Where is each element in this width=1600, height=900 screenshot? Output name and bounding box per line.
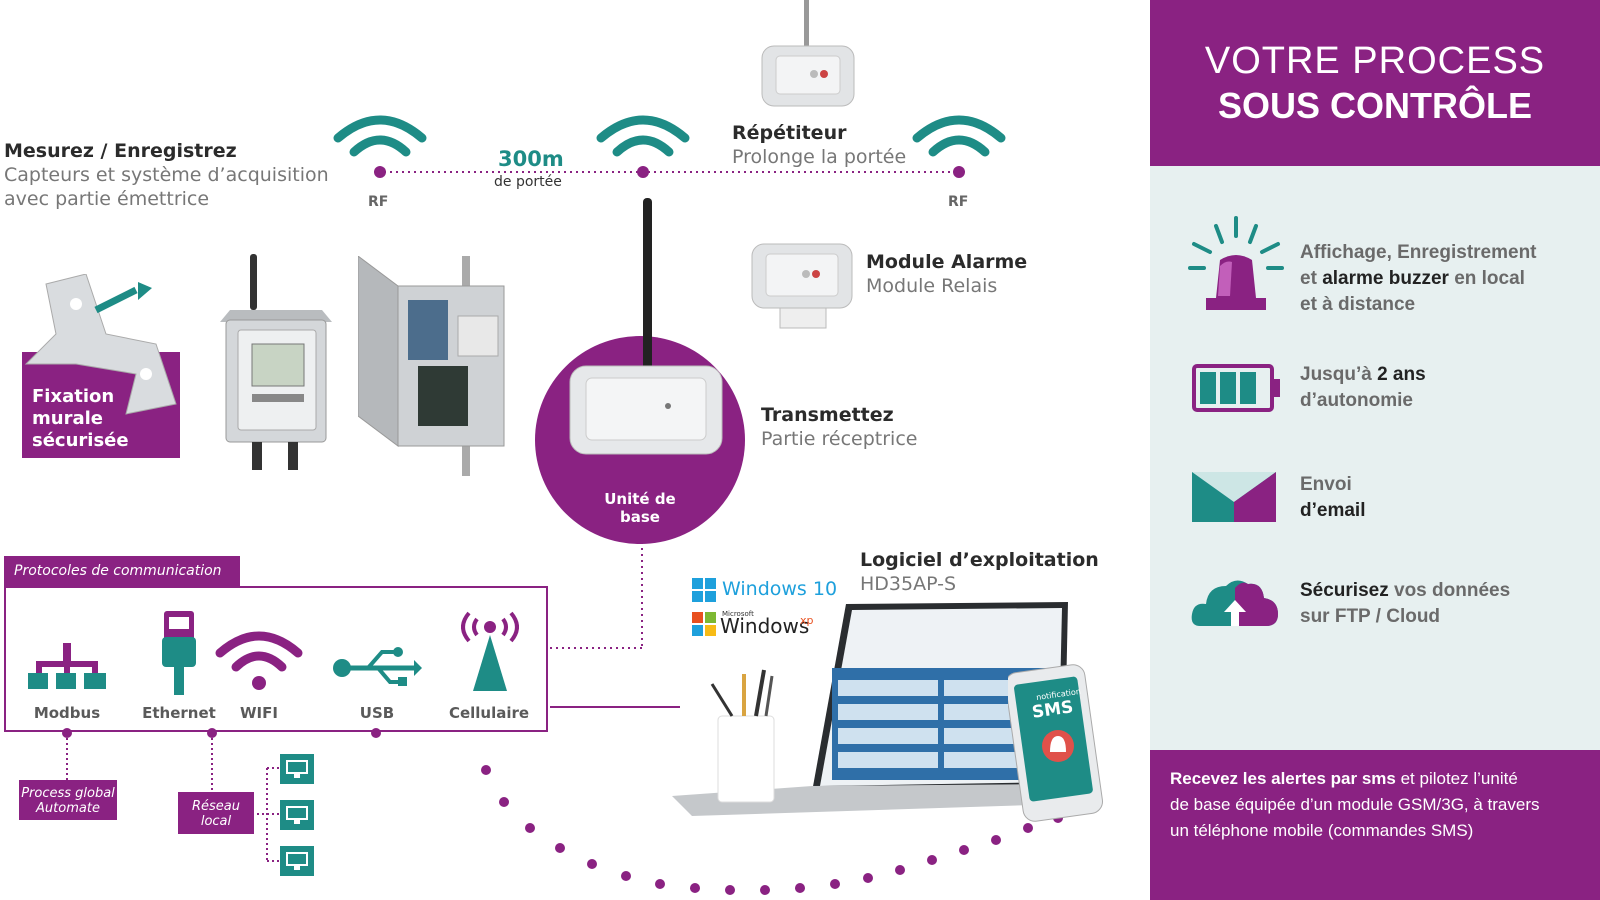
feature-email-line1: Envoi [1300,474,1352,495]
f0-a: et [1300,268,1323,289]
windows10-label: Windows 10 [722,578,838,600]
f0-c: en local [1448,268,1525,289]
alarm-module-block: Module Alarme Module Relais [866,250,1027,298]
local-network-box: Réseau local [178,792,254,834]
protocols-box [4,586,548,732]
protocol-usb-label: USB [359,704,395,722]
feature-battery-line1: Jusqu’à 2 ans [1300,362,1426,388]
smartphone-sms-icon [1008,664,1103,822]
alarm-module-subtitle: Module Relais [866,275,998,297]
protocol-wifi-label: WIFI [240,704,278,722]
right-header-panel: VOTRE PROCESS SOUS CONTRÔLE [1150,0,1600,166]
feature-display-line3: et à distance [1300,294,1416,315]
footer-rest: et pilotez l’unité [1395,769,1518,788]
header-line2: SOUS CONTRÔLE [1217,85,1532,126]
feature-email-line2: d’email [1300,498,1365,524]
sms-footer: Recevez les alertes par sms et pilotez l… [1150,750,1600,900]
wifi-signal-center-icon [596,115,690,178]
cellular-antenna-icon [461,611,519,691]
transmitter-block: Transmettez Partie réceptrice [761,403,917,451]
feature-cloud-line1: Sécurisez vos données [1300,578,1510,604]
wall-mount-line1: Fixation [32,386,115,407]
windowsxp-small-label: Microsoft [722,610,754,618]
measure-title: Mesurez / Enregistrez [4,140,237,162]
siren-icon [1188,216,1284,310]
range-caption: de portée [494,174,562,190]
features-panel: Affichage, Enregistrement et alarme buzz… [1150,166,1600,750]
software-subtitle: HD35AP-S [860,573,957,595]
wall-mount-label: Fixation murale sécurisée [32,386,129,452]
footer-line1: Recevez les alertes par sms et pilotez l… [1170,766,1600,792]
repeater-device-icon [761,0,855,107]
email-icon [1192,472,1276,522]
footer-bold: Recevez les alertes par sms [1170,769,1396,788]
process-box-line1: Process global [21,786,115,801]
alarm-module-icon [751,243,853,329]
windowsxp-logo-icon [692,612,716,636]
feature-email: Envoi d’email [1300,472,1365,524]
f1-b: 2 ans [1377,364,1426,385]
feature-battery-line2: d’autonomie [1300,390,1413,411]
header-line1: VOTRE PROCESS [1204,40,1546,82]
f3-b: vos données [1388,580,1511,601]
range-value: 300m [498,147,564,171]
alarm-module-title: Module Alarme [866,251,1028,273]
feature-battery: Jusqu’à 2 ans d’autonomie [1300,362,1426,414]
feature-display: Affichage, Enregistrement et alarme buzz… [1300,240,1537,318]
cloud-icon [1191,580,1278,626]
network-box-line1: Réseau [191,799,240,814]
acquisition-cabinet-icon [358,256,505,476]
protocol-ethernet-label: Ethernet [142,704,216,722]
feature-display-line1: Affichage, Enregistrement [1300,242,1537,263]
software-title: Logiciel d’exploitation [860,549,1099,571]
repeater-title: Répétiteur [732,122,847,144]
transmitter-subtitle: Partie réceptrice [761,428,918,450]
windowsxp-sup-label: xp [800,614,814,627]
usb-icon [333,647,422,686]
f1-a: Jusqu’à [1300,364,1378,385]
connector-lines [62,171,1063,895]
wifi-signal-left-icon [333,115,427,178]
wall-mount-line2: murale [32,408,103,429]
f2-b: d’email [1300,500,1366,521]
battery-icon [1192,364,1280,412]
protocol-cellular-label: Cellulaire [448,704,530,722]
wall-mount-line3: sécurisée [32,430,129,451]
measure-line1: Capteurs et système d’acquisition [4,164,329,186]
feature-display-line2: et alarme buzzer en local [1300,266,1537,292]
computer-3-icon [280,846,314,876]
wifi-icon [215,631,303,690]
footer-line3: un téléphone mobile (commandes SMS) [1170,821,1474,840]
repeater-subtitle: Prolonge la portée [732,146,907,168]
network-box-line2: local [200,814,232,829]
feature-cloud-line2: sur FTP / Cloud [1300,606,1441,627]
footer-line2: de base équipée d’un module GSM/3G, à tr… [1170,795,1540,814]
rf-left-label: RF [368,194,389,210]
process-box-line2: Automate [36,801,100,816]
protocols-title: Protocoles de communication [4,556,240,587]
process-global-box: Process global Automate [19,780,117,820]
sensor-logger-device-icon [220,254,332,470]
transmitter-title: Transmettez [761,404,894,426]
laptop-software-icon [672,602,1068,816]
protocol-modbus-label: Modbus [33,704,101,722]
ethernet-icon [162,611,196,695]
windows10-logo-icon [692,578,716,602]
computer-2-icon [280,800,314,830]
f3-a: Sécurisez [1300,580,1389,601]
windowsxp-label: Windows [720,614,810,638]
wifi-signal-right-icon [912,115,1006,178]
feature-cloud: Sécurisez vos données sur FTP / Cloud [1300,578,1510,630]
f0-b: alarme buzzer [1322,268,1449,289]
computer-1-icon [280,754,314,784]
base-unit-label: Unité de base [604,490,676,526]
repeater-block: Répétiteur Prolonge la portée [732,121,906,169]
measure-line2: avec partie émettrice [4,188,210,210]
wall-mount-bracket-icon [24,274,177,415]
modbus-icon [28,643,106,689]
base-unit-device-icon [569,198,723,455]
measure-block: Mesurez / Enregistrez Capteurs et systèm… [4,139,329,211]
software-block: Logiciel d’exploitation HD35AP-S [860,548,1099,596]
rf-right-label: RF [948,194,969,210]
